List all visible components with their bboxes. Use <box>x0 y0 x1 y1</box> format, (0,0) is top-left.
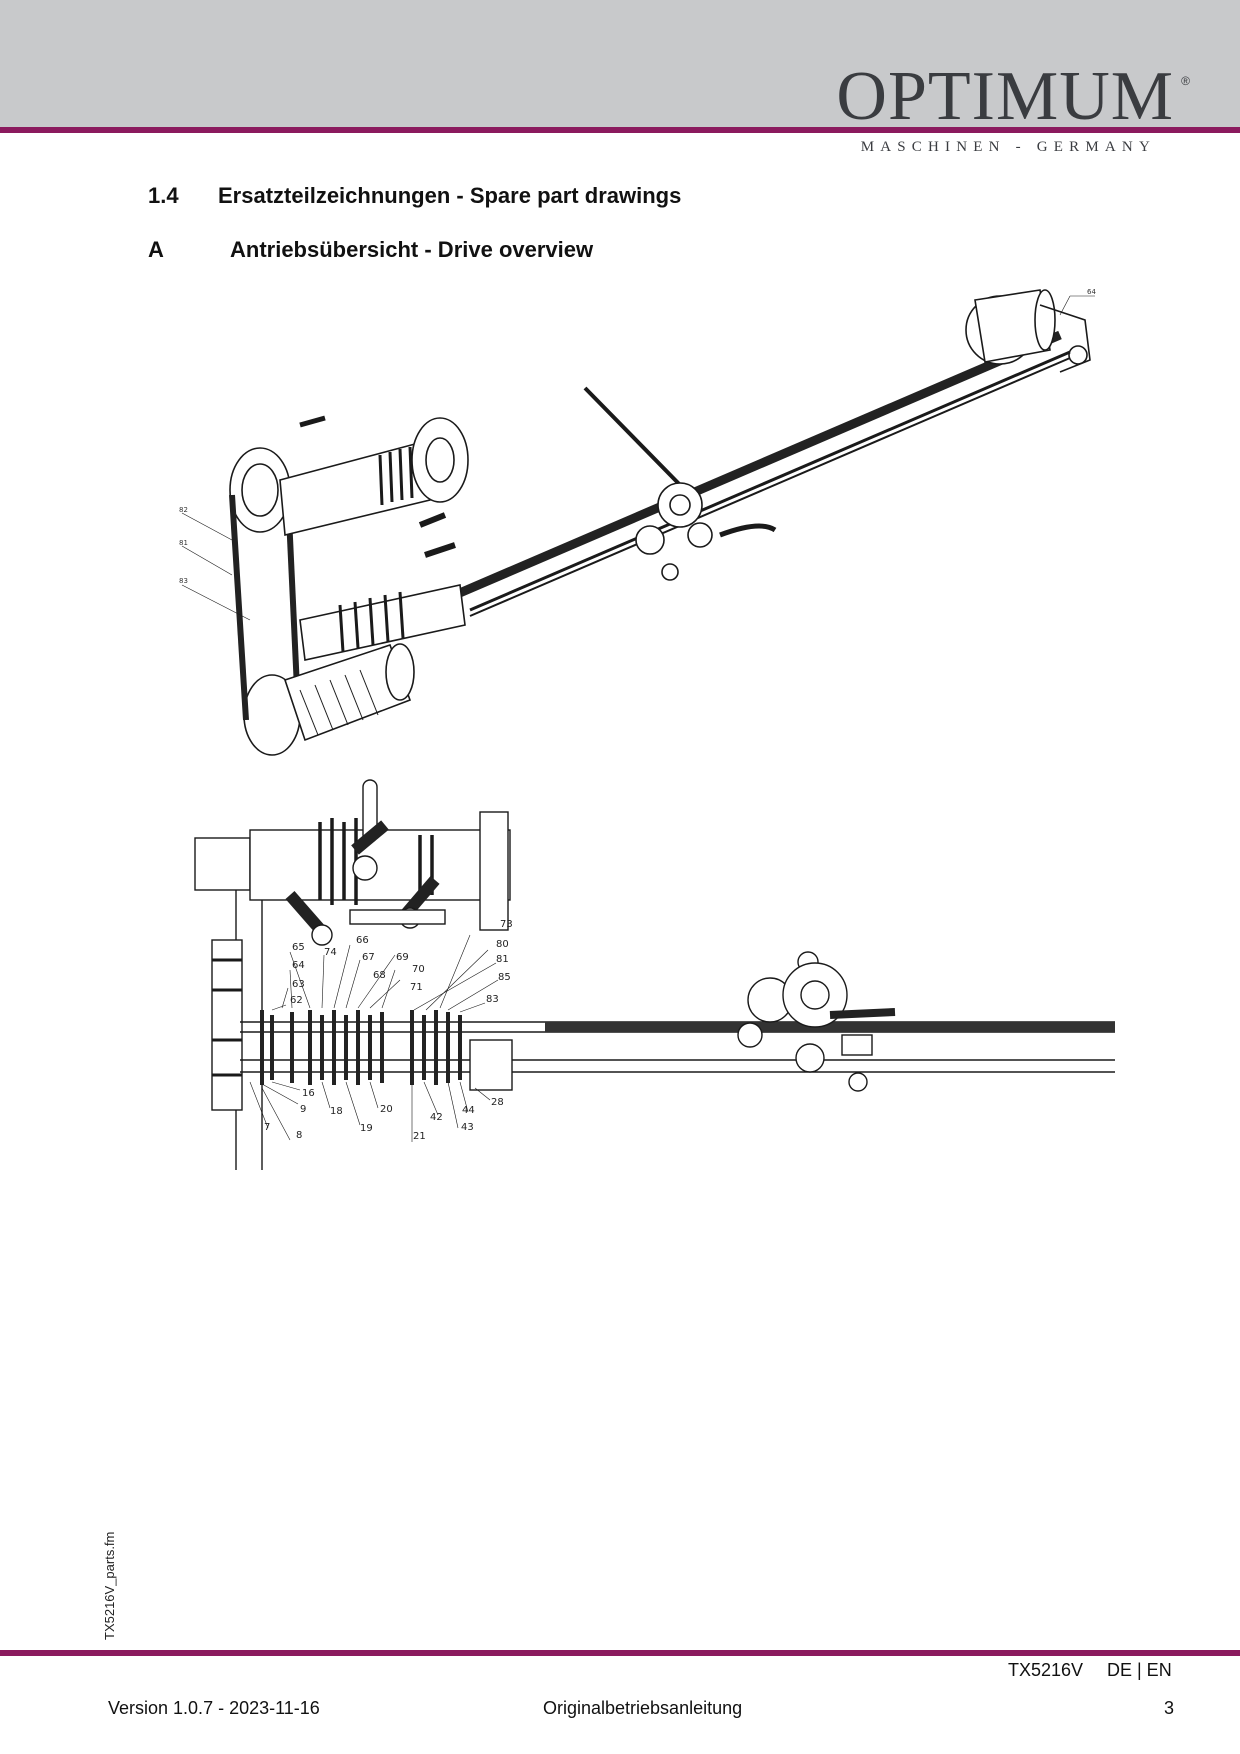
source-filename: TX5216V_parts.fm <box>102 1531 117 1640</box>
subsection-title: Antriebsübersicht - Drive overview <box>230 237 594 262</box>
callout-label: 19 <box>360 1123 373 1134</box>
callout-label: 66 <box>356 935 369 946</box>
callout-label: 85 <box>498 972 511 983</box>
callout-label: 21 <box>413 1131 426 1142</box>
callout-label: 82 <box>179 506 188 514</box>
section-title: Ersatzteilzeichnungen - Spare part drawi… <box>218 183 682 208</box>
footer-version: Version 1.0.7 - 2023-11-16 <box>108 1698 320 1718</box>
callout-label: 62 <box>290 995 303 1006</box>
brand-tagline: MASCHINEN - GERMANY <box>860 139 1156 155</box>
page-number: 3 <box>1164 1698 1175 1718</box>
callout-label: 71 <box>410 982 423 993</box>
callout-label: 20 <box>380 1104 393 1115</box>
brand-logo: OPTIMUM <box>836 58 1174 135</box>
callout-label: 83 <box>179 577 188 585</box>
plan-view-drawing <box>194 779 1115 1170</box>
callout-label: 7 <box>264 1122 270 1133</box>
footer-doc-type: Originalbetriebsanleitung <box>543 1698 743 1718</box>
header-band <box>0 0 1240 127</box>
callout-label: 63 <box>292 979 305 990</box>
footer-accent-rule <box>0 1650 1240 1656</box>
callout-label: 16 <box>302 1088 315 1099</box>
section-number: 1.4 <box>148 183 179 208</box>
plan-view-callouts: 73 80 81 85 83 65 74 66 67 69 70 71 68 6… <box>264 919 513 1142</box>
callout-label: 81 <box>179 539 188 547</box>
header-accent-rule <box>0 127 1240 133</box>
isometric-callouts: 64 82 81 83 <box>179 288 1096 585</box>
brand-registered-mark: ® <box>1181 74 1190 88</box>
callout-label: 8 <box>296 1130 302 1141</box>
callout-label: 68 <box>373 970 386 981</box>
subsection-letter: A <box>148 237 164 262</box>
callout-label: 74 <box>324 947 337 958</box>
callout-label: 9 <box>300 1104 306 1115</box>
callout-label: 70 <box>412 964 425 975</box>
callout-label: 44 <box>462 1105 475 1116</box>
callout-label: 69 <box>396 952 409 963</box>
callout-label: 64 <box>1087 288 1096 296</box>
footer-model: TX5216V <box>1008 1660 1084 1680</box>
callout-label: 64 <box>292 960 305 971</box>
callout-label: 83 <box>486 994 499 1005</box>
callout-label: 81 <box>496 954 509 965</box>
callout-label: 18 <box>330 1106 343 1117</box>
callout-label: 65 <box>292 942 305 953</box>
callout-label: 42 <box>430 1112 443 1123</box>
callout-label: 67 <box>362 952 375 963</box>
callout-label: 28 <box>491 1097 504 1108</box>
callout-label: 80 <box>496 939 509 950</box>
callout-label: 43 <box>461 1122 474 1133</box>
isometric-drive-drawing <box>181 289 1095 756</box>
footer-languages: DE | EN <box>1107 1660 1172 1680</box>
callout-label: 73 <box>500 919 513 930</box>
